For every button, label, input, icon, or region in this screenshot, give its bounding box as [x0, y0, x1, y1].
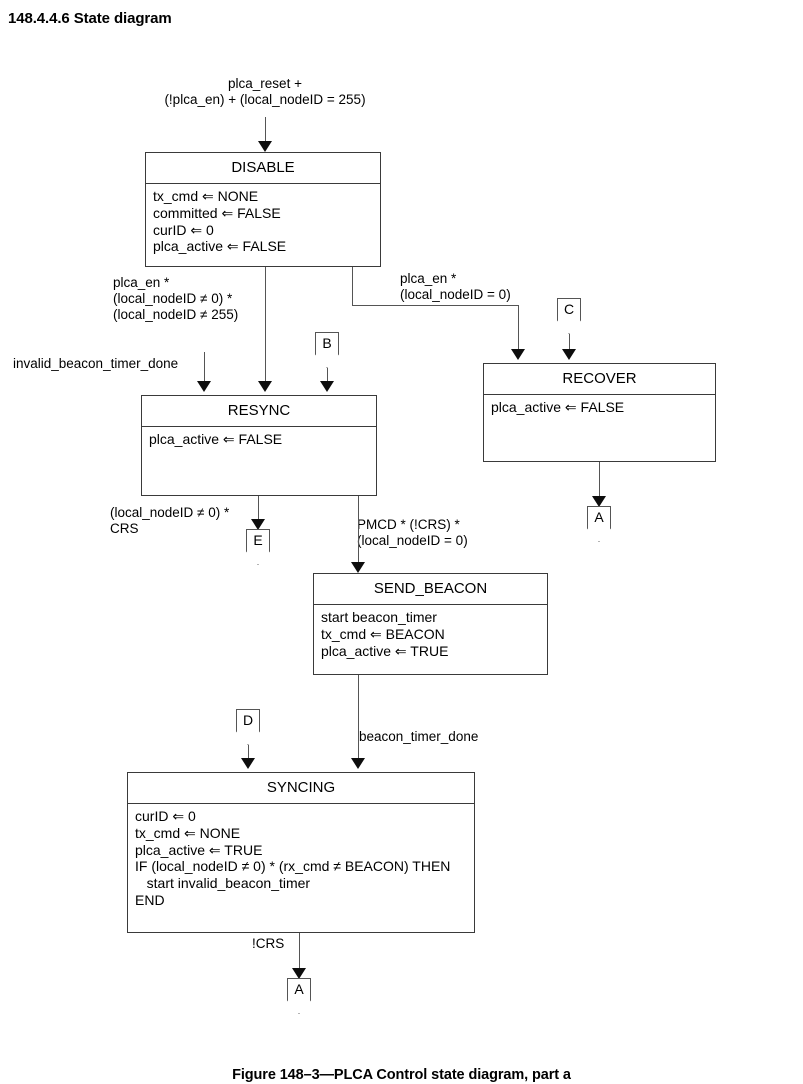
transition-label-disable-to-resync: plca_en * (local_nodeID ≠ 0) * (local_no… — [113, 275, 239, 322]
connector-d-in[interactable]: D — [236, 709, 260, 745]
entry-condition-label: plca_reset + (!plca_en) + (local_nodeID … — [164, 76, 366, 107]
transition-label-disable-to-recover: plca_en * (local_nodeID = 0) — [400, 271, 511, 302]
transition-label-syncing-to-a: !CRS — [252, 936, 285, 951]
line-disable-to-recover-down2 — [518, 305, 519, 350]
arrowhead-resync-to-e — [251, 519, 265, 530]
line-invalid-beacon-timer-done — [204, 352, 205, 382]
transition-label-beacon-timer-done: beacon_timer_done — [359, 729, 479, 744]
connector-b-in[interactable]: B — [315, 332, 339, 368]
state-actions-recover: plca_active ⇐ FALSE — [491, 399, 625, 415]
line-recover-to-a — [599, 462, 600, 497]
state-title-recover: RECOVER — [484, 364, 715, 395]
state-box-syncing[interactable]: SYNCING curID ⇐ 0 tx_cmd ⇐ NONE plca_act… — [127, 772, 475, 933]
connector-c-in[interactable]: C — [557, 298, 581, 334]
arrowhead-connector-c — [562, 349, 576, 360]
line-connector-d — [248, 745, 249, 759]
transition-label-resync-to-e: (local_nodeID ≠ 0) * CRS — [110, 505, 230, 536]
line-resync-to-send-beacon — [358, 496, 359, 569]
state-box-recover[interactable]: RECOVER plca_active ⇐ FALSE — [483, 363, 716, 462]
line-connector-b — [327, 368, 328, 384]
state-actions-resync: plca_active ⇐ FALSE — [149, 431, 283, 447]
entry-line — [265, 117, 266, 149]
arrowhead-resync-to-send-beacon — [351, 562, 365, 573]
arrowhead-invalid-beacon-timer-done — [197, 381, 211, 392]
connector-a-out-recover[interactable]: A — [587, 506, 611, 542]
arrowhead-send-beacon-to-syncing — [351, 758, 365, 769]
transition-label-resync-to-send-beacon: PMCD * (!CRS) * (local_nodeID = 0) — [357, 517, 468, 548]
arrowhead-connector-d — [241, 758, 255, 769]
line-send-beacon-to-syncing — [358, 675, 359, 759]
arrowhead-connector-b — [320, 381, 334, 392]
line-disable-to-recover-down1 — [352, 267, 353, 306]
arrowhead-disable-to-resync — [258, 381, 272, 392]
state-actions-syncing: curID ⇐ 0 tx_cmd ⇐ NONE plca_active ⇐ TR… — [135, 808, 451, 908]
state-actions-send-beacon: start beacon_timer tx_cmd ⇐ BEACON plca_… — [321, 609, 449, 659]
connector-a-out-syncing[interactable]: A — [287, 978, 311, 1014]
state-title-disable: DISABLE — [146, 153, 380, 184]
arrowhead-syncing-to-a — [292, 968, 306, 979]
transition-label-invalid-beacon-timer-done: invalid_beacon_timer_done — [13, 356, 179, 371]
line-disable-to-resync — [265, 267, 266, 382]
arrowhead-recover-to-a — [592, 496, 606, 507]
state-title-resync: RESYNC — [142, 396, 376, 427]
section-heading: 148.4.4.6 State diagram — [8, 10, 172, 27]
connector-e-out[interactable]: E — [246, 529, 270, 565]
line-connector-c — [569, 334, 570, 351]
state-title-send-beacon: SEND_BEACON — [314, 574, 547, 605]
state-actions-disable: tx_cmd ⇐ NONE committed ⇐ FALSE curID ⇐ … — [153, 188, 287, 255]
line-resync-to-e — [258, 496, 259, 520]
state-box-resync[interactable]: RESYNC plca_active ⇐ FALSE — [141, 395, 377, 496]
state-title-syncing: SYNCING — [128, 773, 474, 804]
entry-arrowhead — [258, 141, 272, 152]
figure-caption: Figure 148–3—PLCA Control state diagram,… — [232, 1067, 571, 1083]
state-box-send-beacon[interactable]: SEND_BEACON start beacon_timer tx_cmd ⇐ … — [313, 573, 548, 675]
line-syncing-to-a — [299, 933, 300, 969]
arrowhead-disable-to-recover — [511, 349, 525, 360]
line-disable-to-recover-across — [352, 305, 519, 306]
state-box-disable[interactable]: DISABLE tx_cmd ⇐ NONE committed ⇐ FALSE … — [145, 152, 381, 267]
